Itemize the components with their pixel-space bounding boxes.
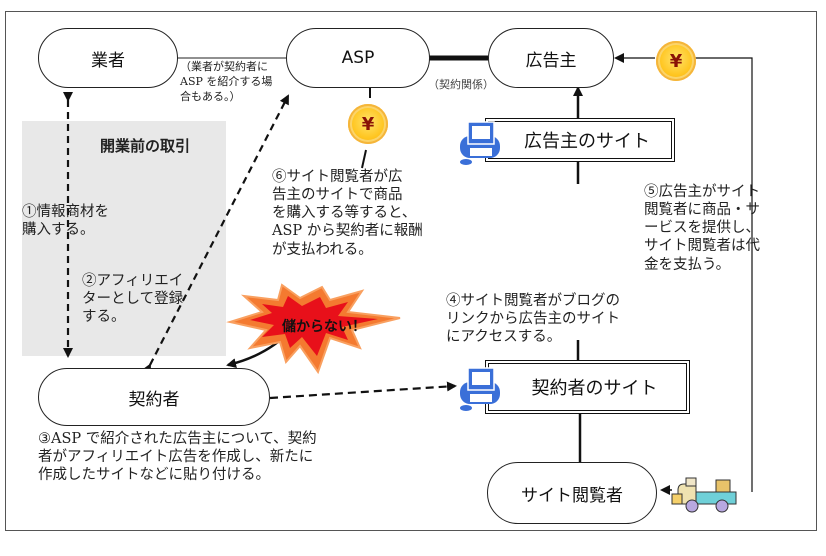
node-asp: ASP <box>286 28 430 88</box>
step-line: ービスを提供し、 <box>644 220 760 237</box>
yen-coin-icon: ¥ <box>656 41 696 81</box>
step-line: にアクセスする。 <box>446 329 562 346</box>
step-line: サイト閲覧者は代 <box>644 238 760 255</box>
note-line: ASP を紹介する場 <box>180 74 273 88</box>
contractor-site-label: 契約者のサイト <box>531 378 658 399</box>
step-line: 者がアフィリエイト広告を作成し、新たに <box>38 449 314 466</box>
advertiser-site-label: 広告主のサイト <box>524 131 650 152</box>
step-line: 告主のサイトで商品 <box>272 187 403 204</box>
computer-icon <box>460 121 500 165</box>
contractor-site-arrow <box>269 381 457 400</box>
delivery-truck-icon <box>671 477 737 513</box>
burst-core <box>250 296 378 356</box>
step-line: 作成したサイトなどに貼り付ける。 <box>38 467 270 484</box>
step-line: 金を支払う。 <box>644 256 731 273</box>
node-contractor: 契約者 <box>38 368 270 426</box>
step2-text: ②アフィリエイ ターとして登録 する。 <box>82 272 183 326</box>
step4-text: ④サイト閲覧者がブログの リンクから広告主のサイト にアクセスする。 <box>446 292 620 346</box>
step3-text: ③ASP で紹介された広告主について、契約 者がアフィリエイト広告を作成し、新た… <box>38 430 317 484</box>
step-line: ターとして登録 <box>82 291 184 308</box>
note-line: （業者が契約者に <box>180 60 268 73</box>
step-line: 閲覧者に商品・サ <box>644 202 760 219</box>
step-line: ④サイト閲覧者がブログの <box>446 293 620 309</box>
step-line: ③ASP で紹介された広告主について、契約 <box>38 431 317 447</box>
step6-text: ⑥サイト閲覧者が広 告主のサイトで商品 を購入する等すると、 ASP から契約者… <box>272 168 423 259</box>
step-line: ASP から契約者に報酬 <box>272 223 423 240</box>
step-line: する。 <box>82 309 126 326</box>
step-line: ①情報商材を <box>22 204 109 220</box>
step-line: リンクから広告主のサイト <box>446 311 620 328</box>
node-advertiser: 広告主 <box>488 28 614 88</box>
step-line: ⑤広告主がサイト <box>644 184 760 200</box>
node-vendor: 業者 <box>38 28 178 88</box>
node-contractor-site: 契約者のサイト <box>485 360 690 414</box>
computer-icon <box>460 367 500 411</box>
step-line: を購入する等すると、 <box>272 205 417 222</box>
step-line: ②アフィリエイ <box>82 273 184 289</box>
node-site-viewer: サイト閲覧者 <box>487 462 657 524</box>
node-advertiser-site: 広告主のサイト <box>485 118 675 162</box>
step5-text: ⑤広告主がサイト 閲覧者に商品・サ ービスを提供し、 サイト閲覧者は代 金を支払… <box>644 183 760 274</box>
step-line: ⑥サイト閲覧者が広 <box>272 169 403 185</box>
vendor-asp-note: （業者が契約者に ASP を紹介する場 合もある。） <box>180 60 272 105</box>
note-line: 合もある。） <box>180 89 241 103</box>
step-line: 購入する。 <box>22 222 95 239</box>
step6-reward-arrow <box>361 149 367 169</box>
step-line: が支払われる。 <box>272 241 373 258</box>
contract-relation-label: （契約関係） <box>428 78 494 91</box>
burst-label: 儲からない！ <box>282 319 366 335</box>
step1-text: ①情報商材を 購入する。 <box>22 203 109 239</box>
yen-coin-icon: ¥ <box>348 104 388 144</box>
step2-arrow <box>141 94 289 375</box>
payment-loop <box>690 57 753 492</box>
